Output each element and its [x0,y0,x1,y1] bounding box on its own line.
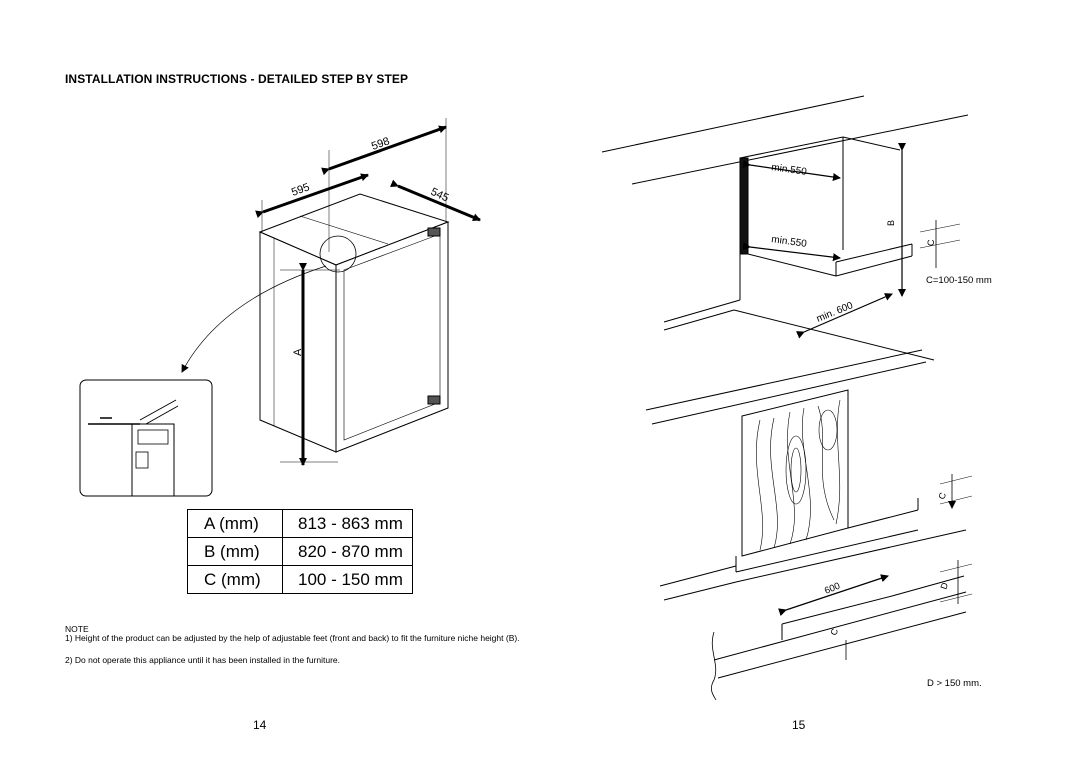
page-number-left: 14 [253,718,267,732]
dim-b-label: B [886,220,896,226]
dimension-label: C (mm) [187,565,283,594]
table-row: C (mm) 100 - 150 mm [187,565,413,594]
note-item: 1) Height of the product can be adjusted… [65,633,520,643]
niche-diagram [601,95,969,361]
dimension-label: B (mm) [187,537,283,566]
dim-a-label: A [292,348,304,356]
dim-c-label: C [926,239,936,246]
note-item: 2) Do not operate this appliance until i… [65,655,341,665]
section-heading: INSTALLATION INSTRUCTIONS - DETAILED STE… [65,72,409,86]
appliance-drawing [79,118,481,497]
min-550-top-label: min.550 [771,162,808,178]
min-550-mid-label: min.550 [771,234,808,250]
c-range-label: C=100-150 mm [926,275,992,286]
dim-598-label: 598 [370,135,391,153]
page-number-right: 15 [792,718,806,732]
dim-c-upper-label: C [936,491,948,501]
min-600-label: min. 600 [815,300,855,325]
dim-d-label: D [938,581,950,591]
dim-595-label: 595 [290,181,311,199]
dimensions-table: A (mm) 813 - 863 mm B (mm) 820 - 870 mm … [187,509,413,594]
dimension-value: 100 - 150 mm [282,565,413,594]
note-title: NOTE [65,624,89,634]
d-note-label: D > 150 mm. [927,678,982,689]
dimension-value: 813 - 863 mm [282,509,413,538]
furniture-door-diagram [645,349,973,701]
dim-c-lower-label: C [828,627,840,637]
table-row: A (mm) 813 - 863 mm [187,509,413,538]
dimension-label: A (mm) [187,509,283,538]
dimension-value: 820 - 870 mm [282,537,413,566]
table-row: B (mm) 820 - 870 mm [187,537,413,566]
dim-600-label: 600 [823,581,842,597]
